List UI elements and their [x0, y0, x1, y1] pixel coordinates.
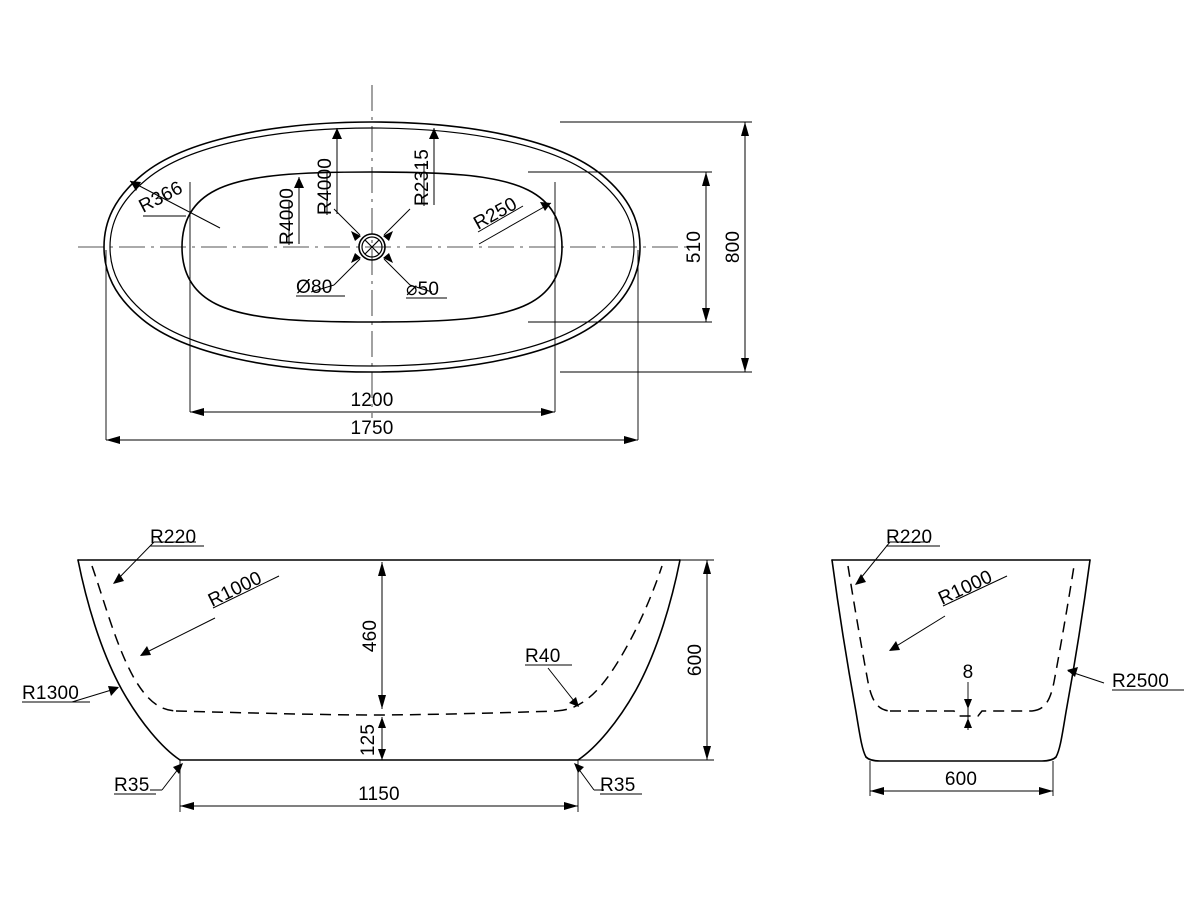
- side-base-line: [865, 756, 1057, 762]
- drain-inner-circle: [361, 236, 383, 258]
- plan-inner-bowl-outline: [181, 171, 563, 323]
- plan-drain-leaders: [296, 208, 447, 299]
- drain-outer-circle: [358, 233, 386, 261]
- front-leader-r1300: [22, 686, 119, 703]
- plan-leader-r4000-inner: [288, 177, 304, 245]
- front-label-r35-right: R35: [600, 775, 635, 796]
- plan-leader-r366: [129, 180, 221, 229]
- front-label-r40: R40: [525, 646, 560, 667]
- front-dim-600: [703, 560, 711, 760]
- plan-label-r250: R250: [470, 194, 521, 235]
- plan-label-r2315: R2315: [412, 149, 433, 206]
- plan-label-1200: 1200: [350, 390, 393, 411]
- side-inner-floor-hidden: [890, 710, 1032, 717]
- side-dim-8: [964, 682, 972, 730]
- side-leader-r1000: [889, 575, 1008, 651]
- plan-label-r4000-inner: R4000: [277, 188, 298, 245]
- plan-label-1750: 1750: [350, 418, 393, 439]
- front-label-600: 600: [685, 644, 706, 676]
- plan-label-510: 510: [684, 231, 705, 263]
- plan-view: R366 R4000 R4000 R2315 R250: [78, 85, 752, 444]
- front-inner-right-hidden: [555, 565, 663, 712]
- plan-label-r4000-outer: R4000: [315, 158, 336, 215]
- side-leader-r2500: [1067, 667, 1184, 691]
- plan-dim-1200: [190, 408, 555, 416]
- front-outer-left-wall: [77, 559, 181, 761]
- plan-label-drain-dia-80: Ø80: [296, 277, 333, 298]
- side-label-r1000: R1000: [935, 566, 996, 609]
- front-elevation-view: R220 R1000 R1300 R40 R35: [22, 527, 714, 812]
- side-inner-right-hidden: [1031, 565, 1075, 712]
- side-label-8: 8: [963, 662, 974, 683]
- front-label-r220: R220: [150, 527, 196, 548]
- front-leader-r220: [113, 541, 204, 584]
- front-dim-460: [378, 562, 386, 709]
- side-outer-right-wall: [1055, 559, 1091, 758]
- plan-leader-r2315: [423, 128, 439, 206]
- front-inner-left-hidden: [91, 565, 177, 712]
- plan-dim-510: [702, 172, 710, 322]
- plan-drain: [358, 233, 386, 261]
- side-dim-600: [870, 787, 1053, 795]
- side-elevation-view: R220 R1000 R2500 8: [831, 527, 1184, 796]
- front-leader-r40: [525, 664, 579, 707]
- drain-cross-line-2: [364, 239, 380, 255]
- plan-dim-800: [741, 122, 749, 372]
- side-inner-left-hidden: [847, 565, 891, 712]
- front-dim-1150: [180, 802, 578, 810]
- side-outer-left-wall: [831, 559, 867, 758]
- side-leader-r220: [855, 541, 940, 585]
- front-label-460: 460: [360, 620, 381, 652]
- front-label-r1000: R1000: [205, 568, 265, 612]
- side-label-600: 600: [945, 769, 977, 790]
- side-label-r220: R220: [886, 527, 932, 548]
- front-leader-r35-left: [114, 763, 183, 795]
- front-inner-floor-hidden: [175, 710, 557, 716]
- front-label-1150: 1150: [358, 784, 400, 805]
- front-outer-right-wall: [577, 559, 681, 761]
- front-leader-r1000: [140, 575, 280, 656]
- plan-leader-r250: [477, 202, 552, 245]
- plan-dim-1750: [106, 436, 638, 444]
- plan-label-800: 800: [723, 231, 744, 263]
- front-dim-125: [378, 717, 386, 760]
- front-label-125: 125: [358, 724, 379, 756]
- front-label-r35-left: R35: [114, 775, 149, 796]
- front-label-r1300: R1300: [22, 683, 79, 704]
- side-label-r2500: R2500: [1112, 671, 1169, 692]
- plan-label-r366: R366: [136, 177, 187, 217]
- plan-label-drain-dia-50: ⌀50: [406, 279, 439, 300]
- plan-leader-r4000-outer: [326, 128, 342, 215]
